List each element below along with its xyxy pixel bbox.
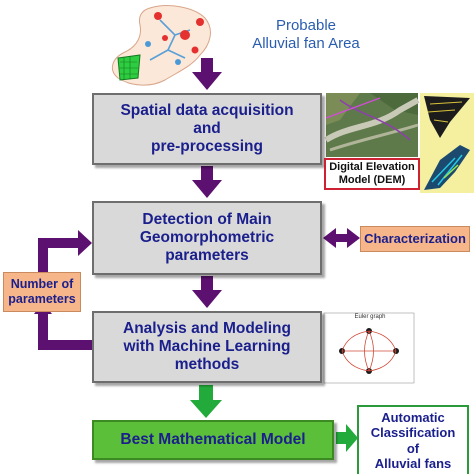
dem-label-line2: Model (DEM) — [338, 174, 406, 186]
arrow-model-to-output — [336, 424, 358, 452]
step-best-mathematical-model: Best Mathematical Model — [92, 420, 334, 460]
best-model-label: Best Mathematical Model — [120, 430, 306, 448]
acquisition-line2: and — [193, 119, 221, 137]
number-of-parameters-line1: Number of — [10, 277, 74, 292]
arrow-analysis-to-model — [190, 385, 222, 418]
probable-alluvial-fan-label: Probable Alluvial fan Area — [236, 17, 376, 53]
dem-3d-blue-image — [420, 145, 474, 193]
output-line4: Alluvial fans — [374, 455, 452, 471]
dem-3d-yellow-image — [420, 93, 474, 148]
dem-satellite-image — [324, 93, 420, 157]
arrow-map-to-acquisition — [192, 58, 222, 90]
automatic-classification-box: Automatic Classification of Alluvial fan… — [357, 405, 469, 474]
characterization-label: Characterization — [364, 231, 466, 247]
output-line2: Classification — [370, 425, 456, 441]
number-of-parameters-box: Number of parameters — [3, 272, 81, 312]
euler-graph-image — [323, 312, 415, 384]
dem-label: Digital Elevation Model (DEM) — [324, 158, 420, 190]
green-arrows — [190, 385, 358, 452]
step-detection-parameters: Detection of Main Geomorphometric parame… — [92, 201, 322, 275]
output-line1: Automatic — [381, 409, 445, 425]
analysis-line2: with Machine Learning — [123, 337, 291, 355]
acquisition-line1: Spatial data acquisition — [120, 101, 294, 119]
watershed-map-image — [111, 5, 211, 86]
characterization-box: Characterization — [360, 226, 470, 252]
probable-label-line1: Probable — [275, 17, 337, 34]
detection-line3: parameters — [165, 247, 249, 265]
step-analysis-modeling: Analysis and Modeling with Machine Learn… — [92, 311, 322, 383]
probable-label-line2: Alluvial fan Area — [252, 35, 360, 52]
euler-graph-title: Euler graph — [354, 314, 386, 320]
arrow-detection-to-analysis — [192, 276, 222, 308]
analysis-line1: Analysis and Modeling — [123, 319, 291, 337]
double-arrow-characterization — [323, 228, 360, 248]
feedback-line-bottom — [38, 312, 92, 350]
arrow-acquisition-to-detection — [192, 166, 222, 198]
dem-label-line1: Digital Elevation — [329, 161, 415, 174]
output-line3: of — [406, 440, 420, 456]
detection-line1: Detection of Main — [142, 210, 272, 228]
acquisition-line3: pre-processing — [151, 138, 263, 156]
feedback-arrow-top — [38, 230, 92, 272]
analysis-line3: methods — [174, 356, 240, 374]
step-spatial-data-acquisition: Spatial data acquisition and pre-process… — [92, 93, 322, 165]
number-of-parameters-line2: parameters — [8, 292, 76, 306]
detection-line2: Geomorphometric — [139, 228, 275, 246]
